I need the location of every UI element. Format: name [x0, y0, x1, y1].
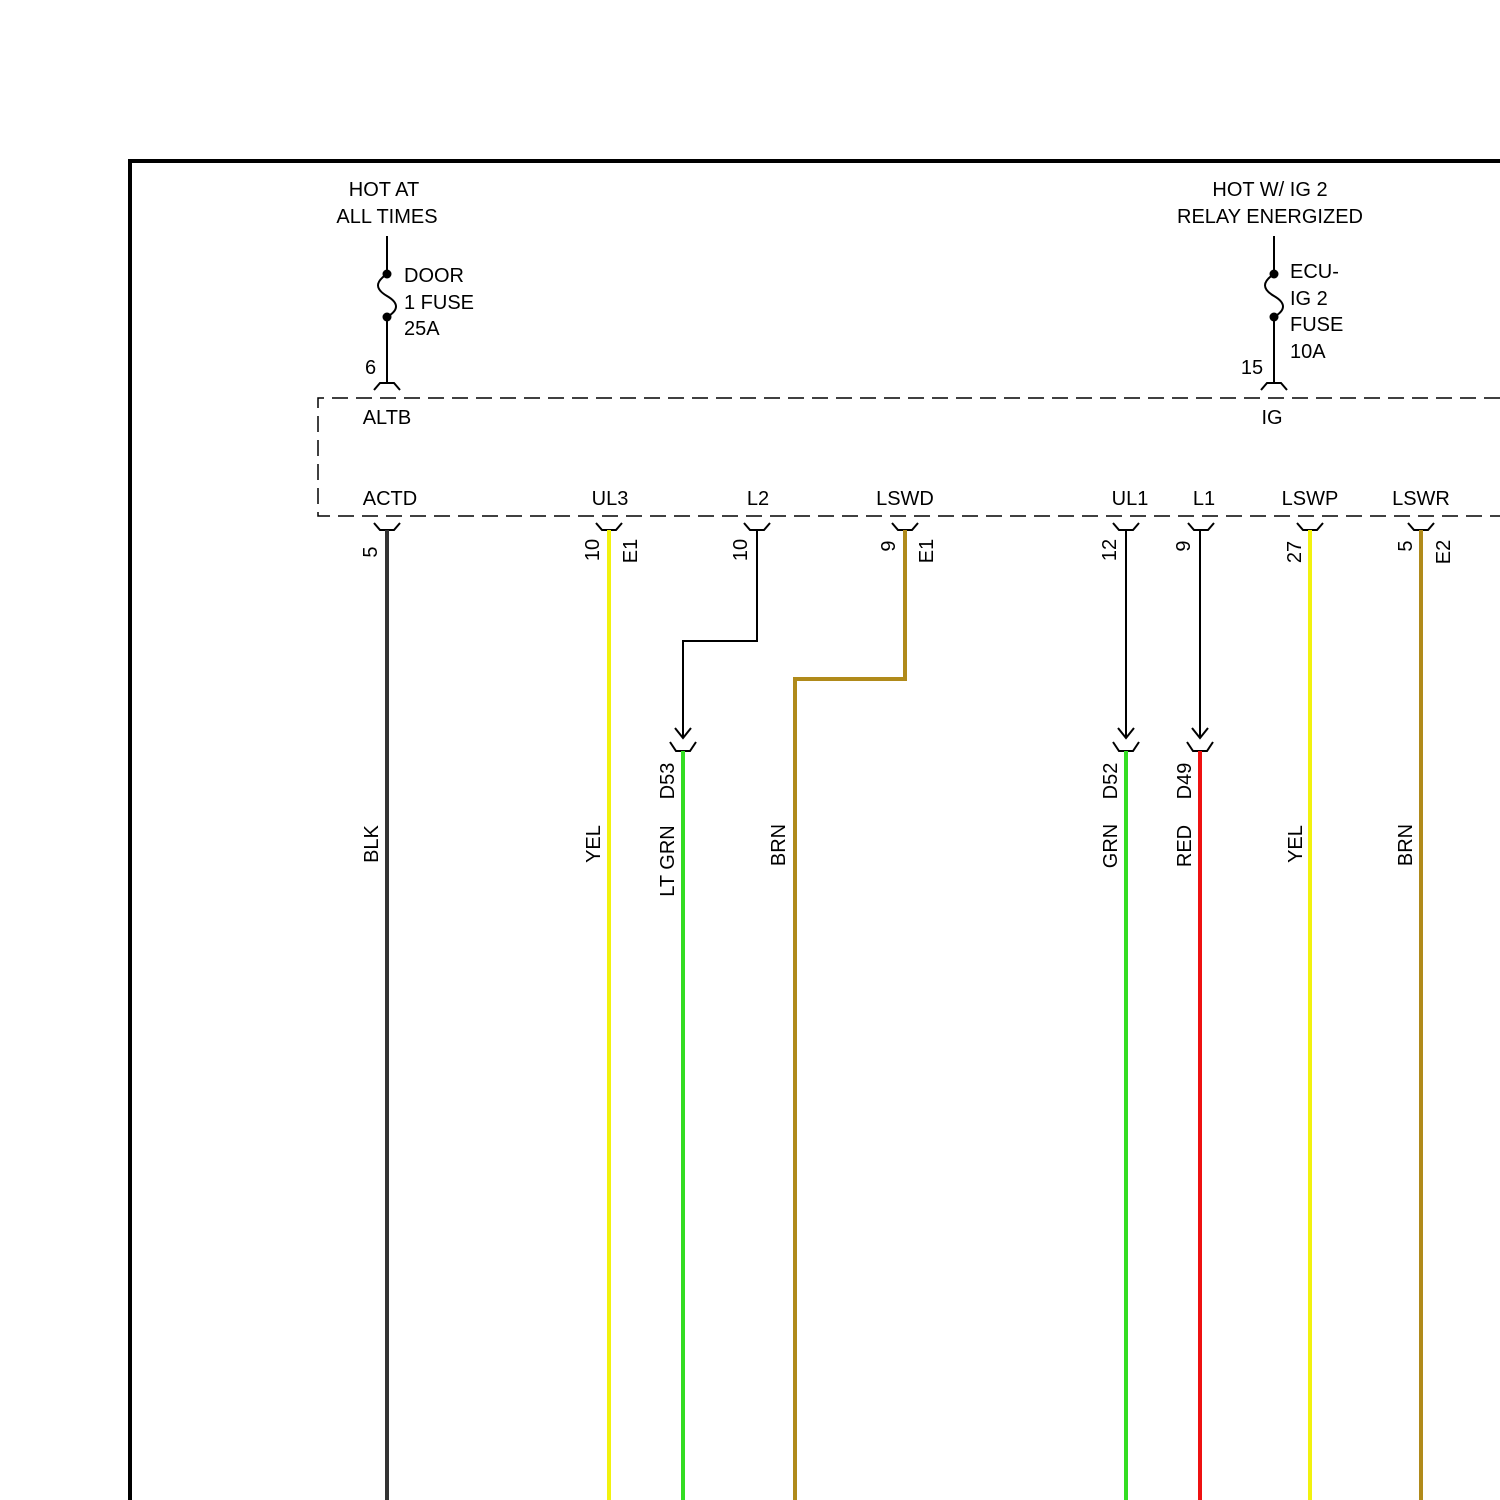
splice-labels: D53 D52 D49: [657, 763, 1196, 800]
wire-color-labels: BLK YEL LT GRN BRN GRN RED YEL BRN: [361, 824, 1417, 897]
splice-d52-cup: [1113, 742, 1139, 751]
ig-source-line1: HOT W/ IG 2: [1212, 179, 1327, 201]
pin-cup: [374, 523, 400, 530]
altb-source-line2: ALL TIMES: [336, 206, 437, 228]
color-ul1: GRN: [1100, 824, 1122, 868]
door-fuse-symbol: [378, 274, 396, 317]
splice-d52: D52: [1100, 763, 1122, 800]
altb-power-source: HOT AT ALL TIMES DOOR 1 FUSE 25A 6 ALTB: [336, 179, 474, 429]
terminal-ul3: UL3: [592, 488, 629, 510]
pin-cup: [1297, 523, 1323, 530]
terminal-lswd: LSWD: [876, 488, 934, 510]
splice-d53: D53: [657, 763, 679, 800]
pin-lswr: 5: [1395, 540, 1417, 551]
door-fuse-label-3: 25A: [404, 318, 440, 340]
pin-lswp: 27: [1284, 541, 1306, 563]
pin-cup: [1113, 523, 1139, 530]
ecu-fuse-symbol: [1265, 274, 1283, 317]
door-fuse-label-2: 1 FUSE: [404, 292, 474, 314]
bottom-terminals: ACTD UL3 L2 LSWD UL1 L1 LSWP LSWR: [363, 488, 1450, 510]
color-lswr: BRN: [1395, 824, 1417, 866]
color-l1: RED: [1174, 825, 1196, 867]
connector-ul3: E1: [620, 539, 642, 563]
splice-d53-cup: [670, 742, 696, 751]
door-fuse-pin: 6: [365, 357, 376, 379]
terminal-altb: ALTB: [363, 407, 412, 429]
pin-cup: [1408, 523, 1434, 530]
pin-lswd: 9: [878, 540, 900, 551]
wires: [387, 530, 1421, 1500]
altb-source-line1: HOT AT: [349, 179, 419, 201]
door-fuse-label-1: DOOR: [404, 265, 464, 287]
color-l2: LT GRN: [657, 825, 679, 897]
pin-actd: 5: [360, 546, 382, 557]
terminal-l1: L1: [1193, 488, 1215, 510]
altb-connector-pin: [374, 383, 400, 390]
module-pins: [374, 523, 1434, 530]
ecu-fuse-label-3: FUSE: [1290, 314, 1343, 336]
connector-lswr: E2: [1433, 540, 1455, 564]
ecu-fuse-pin: 15: [1241, 357, 1263, 379]
connector-lswd: E1: [916, 539, 938, 563]
ecu-fuse-label-1: ECU-: [1290, 261, 1339, 283]
pin-cup: [744, 523, 770, 530]
terminal-lswr: LSWR: [1392, 488, 1450, 510]
ig-connector-pin: [1261, 383, 1287, 390]
pin-l2: 10: [730, 539, 752, 561]
wire-lswd: [795, 530, 905, 1500]
pin-labels: 5 10 E1 10 9 E1 12 9 27 5 E2: [360, 539, 1455, 564]
color-actd: BLK: [361, 824, 383, 862]
color-lswd: BRN: [768, 824, 790, 866]
terminal-ul1: UL1: [1112, 488, 1149, 510]
color-lswp: YEL: [1285, 825, 1307, 863]
terminal-lswp: LSWP: [1282, 488, 1339, 510]
ig-power-source: HOT W/ IG 2 RELAY ENERGIZED ECU- IG 2 FU…: [1177, 179, 1363, 429]
pin-ul3: 10: [582, 539, 604, 561]
splice-d49: D49: [1174, 763, 1196, 800]
pin-cup: [892, 523, 918, 530]
pin-cup: [1188, 523, 1214, 530]
color-ul3: YEL: [583, 825, 605, 863]
ecu-fuse-label-4: 10A: [1290, 341, 1326, 363]
pin-cup: [596, 523, 622, 530]
terminal-ig: IG: [1261, 407, 1282, 429]
pin-l1: 9: [1173, 540, 1195, 551]
terminal-l2: L2: [747, 488, 769, 510]
splice-d49-cup: [1187, 742, 1213, 751]
pin-ul1: 12: [1099, 539, 1121, 561]
terminal-actd: ACTD: [363, 488, 417, 510]
ecu-fuse-label-2: IG 2: [1290, 288, 1328, 310]
ig-source-line2: RELAY ENERGIZED: [1177, 206, 1363, 228]
